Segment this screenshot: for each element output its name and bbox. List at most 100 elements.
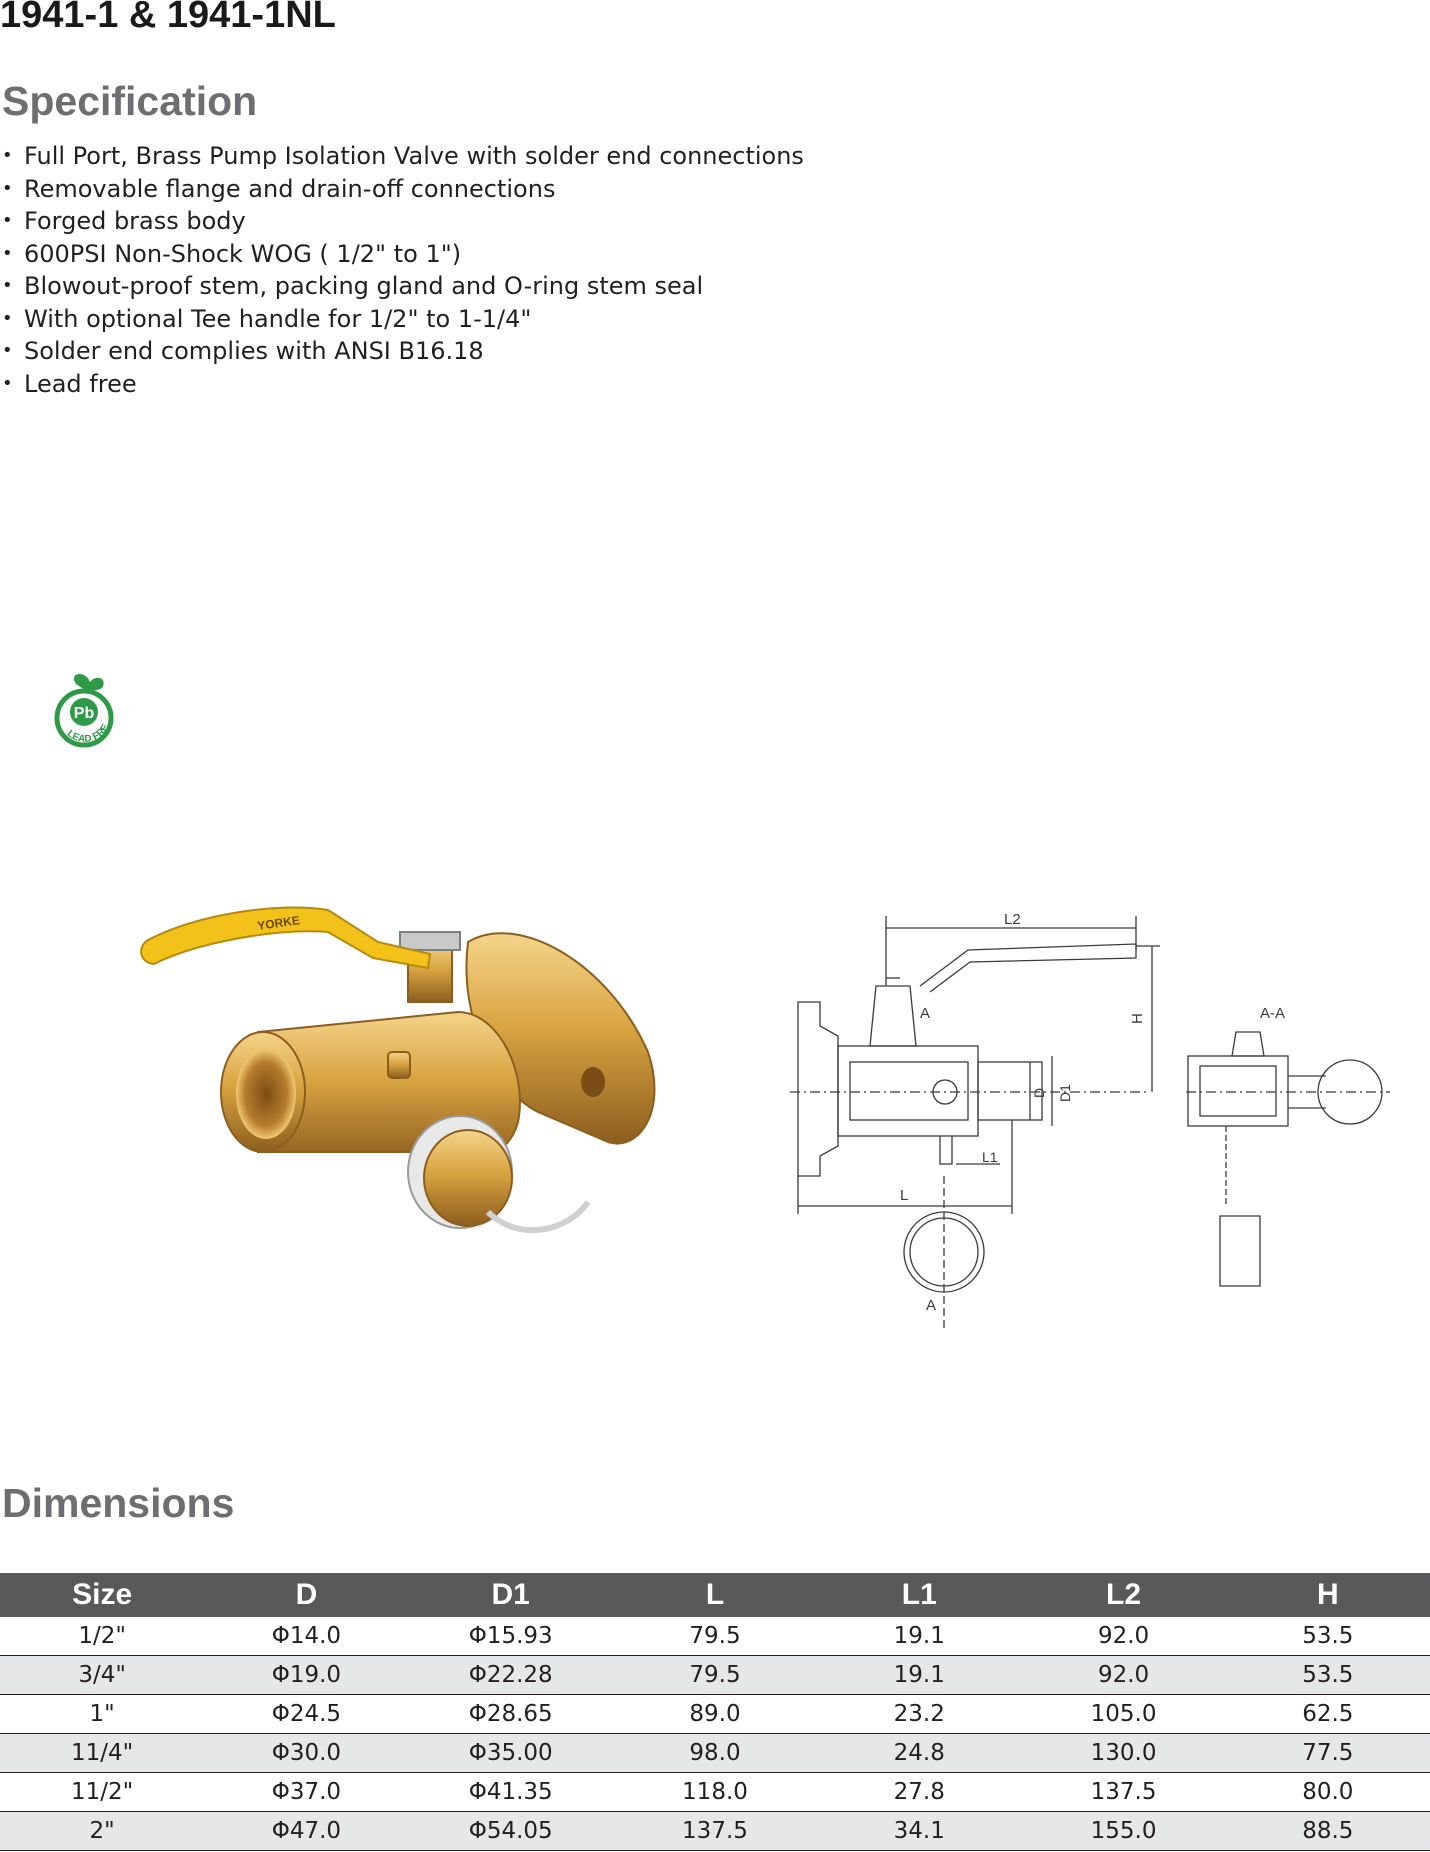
bullet-icon: • xyxy=(2,210,13,231)
table-cell: 155.0 xyxy=(1021,1811,1226,1851)
table-cell: 11/4" xyxy=(0,1733,205,1773)
column-header: D xyxy=(204,1573,409,1617)
dimensions-heading: Dimensions xyxy=(2,1480,235,1526)
table-cell: 130.0 xyxy=(1021,1733,1226,1773)
table-cell: 77.5 xyxy=(1225,1733,1430,1773)
dimensions-table: Size D D1 L L1 L2 H 1/2" Φ14.0 Φ15.93 79… xyxy=(0,1573,1430,1851)
drain-plug xyxy=(387,1051,411,1079)
table-cell: 34.1 xyxy=(817,1811,1022,1851)
table-cell: Φ15.93 xyxy=(408,1617,613,1656)
table-cell: 62.5 xyxy=(1225,1694,1430,1734)
spec-item: •Blowout-proof stem, packing gland and O… xyxy=(0,270,804,303)
table-row: 1" Φ24.5 Φ28.65 89.0 23.2 105.0 62.5 xyxy=(0,1694,1430,1734)
table-cell: 1/2" xyxy=(0,1617,205,1656)
table-cell: 19.1 xyxy=(817,1655,1022,1695)
table-cell: 137.5 xyxy=(612,1811,818,1851)
label-h: H xyxy=(1129,1013,1146,1024)
flange-hole xyxy=(581,1067,605,1097)
table-cell: Φ47.0 xyxy=(204,1811,409,1851)
column-header: D1 xyxy=(408,1573,613,1617)
label-d1: D1 xyxy=(1057,1084,1073,1102)
spec-item-text: Full Port, Brass Pump Isolation Valve wi… xyxy=(24,142,804,170)
flange-outline xyxy=(797,1001,839,1177)
table-cell: 27.8 xyxy=(817,1772,1022,1812)
table-cell: Φ19.0 xyxy=(204,1655,409,1695)
section-bore xyxy=(1199,1065,1277,1117)
table-cell: Φ14.0 xyxy=(204,1617,409,1656)
technical-drawing: L2 H A D D1 L1 L A A-A xyxy=(790,911,1390,1330)
spec-item: • With optional Tee handle for 1/2" to 1-… xyxy=(0,303,804,336)
solder-bore xyxy=(236,1049,296,1139)
spec-item: • 600PSI Non-Shock WOG ( 1/2" to 1") xyxy=(0,238,804,271)
table-cell: 11/2" xyxy=(0,1772,205,1812)
spec-item: • Full Port, Brass Pump Isolation Valve w… xyxy=(0,140,804,173)
column-header: Size xyxy=(0,1573,205,1617)
table-row: 11/2" Φ37.0 Φ41.35 118.0 27.8 137.5 80.0 xyxy=(0,1772,1430,1812)
label-section: A-A xyxy=(1260,1005,1285,1022)
bore-outline xyxy=(849,1061,969,1121)
table-cell: 118.0 xyxy=(612,1772,818,1812)
table-cell: Φ24.5 xyxy=(204,1694,409,1734)
spec-item-text: 600PSI Non-Shock WOG ( 1/2" to 1") xyxy=(24,239,462,268)
label-a-top: A xyxy=(920,1005,930,1022)
valve-photo: YORKE xyxy=(140,906,656,1234)
badge-symbol: Pb xyxy=(74,705,95,722)
table-cell: Φ37.0 xyxy=(204,1772,409,1812)
table-cell: 88.5 xyxy=(1225,1811,1430,1851)
bullet-icon: • xyxy=(2,177,13,199)
solder-end-outline xyxy=(977,1061,1043,1121)
label-l2: L2 xyxy=(1004,911,1021,928)
drain-cap xyxy=(423,1129,513,1227)
stem-outline xyxy=(869,985,917,1047)
section-stem xyxy=(1231,1031,1265,1057)
table-header-row: Size D D1 L L1 L2 H xyxy=(0,1573,1430,1617)
table-row: 3/4" Φ19.0 Φ22.28 79.5 19.1 92.0 53.5 xyxy=(0,1655,1430,1695)
bullet-icon: • xyxy=(2,145,13,166)
stem xyxy=(407,941,453,1003)
table-cell: 53.5 xyxy=(1225,1617,1430,1656)
leaf-icon xyxy=(73,673,104,691)
table-cell: 1" xyxy=(0,1694,205,1734)
table-cell: Φ28.65 xyxy=(408,1694,613,1734)
table-cell: 3/4" xyxy=(0,1655,205,1695)
bullet-icon: • xyxy=(2,307,13,329)
bullet-icon: • xyxy=(2,275,13,296)
spec-item-text: Solder end complies with ANSI B16.18 xyxy=(24,337,484,365)
handle-outline xyxy=(919,943,1137,993)
table-cell: 98.0 xyxy=(612,1733,818,1773)
table-cell: Φ30.0 xyxy=(204,1733,409,1773)
specification-heading: Specification xyxy=(2,78,258,124)
column-header: H xyxy=(1225,1573,1430,1617)
table-row: 11/4" Φ30.0 Φ35.00 98.0 24.8 130.0 77.5 xyxy=(0,1733,1430,1773)
handle-grip xyxy=(140,906,432,970)
column-header: L2 xyxy=(1021,1573,1226,1617)
spec-item-text: With optional Tee handle for 1/2" to 1-1… xyxy=(24,304,532,333)
spec-item: •Lead free xyxy=(0,368,804,401)
drain-stub xyxy=(939,1136,953,1165)
spec-item: • Forged brass body xyxy=(0,205,804,238)
table-cell: 92.0 xyxy=(1021,1617,1226,1656)
spec-item-text: Removable flange and drain-off connectio… xyxy=(24,174,556,203)
label-d: D xyxy=(1031,1088,1047,1098)
specification-list: • Full Port, Brass Pump Isolation Valve w… xyxy=(0,140,804,400)
badge-ring xyxy=(54,688,114,748)
table-cell: 79.5 xyxy=(612,1655,818,1695)
cap-chain xyxy=(485,1200,591,1234)
table-cell: 19.1 xyxy=(817,1617,1022,1656)
stem-nut xyxy=(399,931,461,951)
badge-core xyxy=(70,698,98,726)
spec-item-text: Forged brass body xyxy=(24,207,246,235)
table-cell: Φ22.28 xyxy=(408,1655,613,1695)
table-row: 1/2" Φ14.0 Φ15.93 79.5 19.1 92.0 53.5 xyxy=(0,1617,1430,1656)
table-cell: Φ35.00 xyxy=(408,1733,613,1773)
table-cell: 24.8 xyxy=(817,1733,1022,1773)
lead-free-badge-icon: Pb LEAD FREE xyxy=(46,672,114,748)
table-cell: 53.5 xyxy=(1225,1655,1430,1695)
table-cell: 105.0 xyxy=(1021,1694,1226,1734)
table-cell: 92.0 xyxy=(1021,1655,1226,1695)
bullet-icon: • xyxy=(2,242,13,264)
table-row: 2" Φ47.0 Φ54.05 137.5 34.1 155.0 88.5 xyxy=(0,1811,1430,1851)
table-cell: 80.0 xyxy=(1225,1772,1430,1812)
table-cell: 23.2 xyxy=(817,1694,1022,1734)
label-a-bottom: A xyxy=(926,1297,936,1314)
